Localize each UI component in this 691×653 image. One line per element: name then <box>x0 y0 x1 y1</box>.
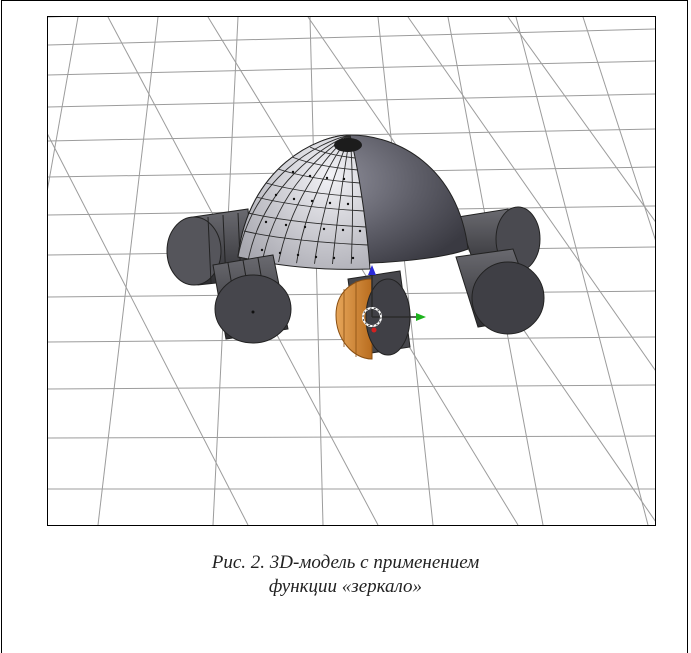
3d-viewport[interactable] <box>47 16 656 526</box>
floor-grid <box>48 17 655 525</box>
dome-body[interactable] <box>237 134 469 270</box>
caption-line-2: функции «зеркало» <box>268 576 423 597</box>
transform-gizmo-icon[interactable] <box>362 265 426 333</box>
front-right-wheel[interactable] <box>455 248 545 335</box>
caption-line-1: Рис. 2. 3D-модель с применением <box>211 552 480 573</box>
front-left-wheel[interactable] <box>212 254 292 344</box>
figure-caption: Рис. 2. 3D-модель с применением функции … <box>0 551 691 599</box>
selected-wheel[interactable] <box>335 270 411 360</box>
